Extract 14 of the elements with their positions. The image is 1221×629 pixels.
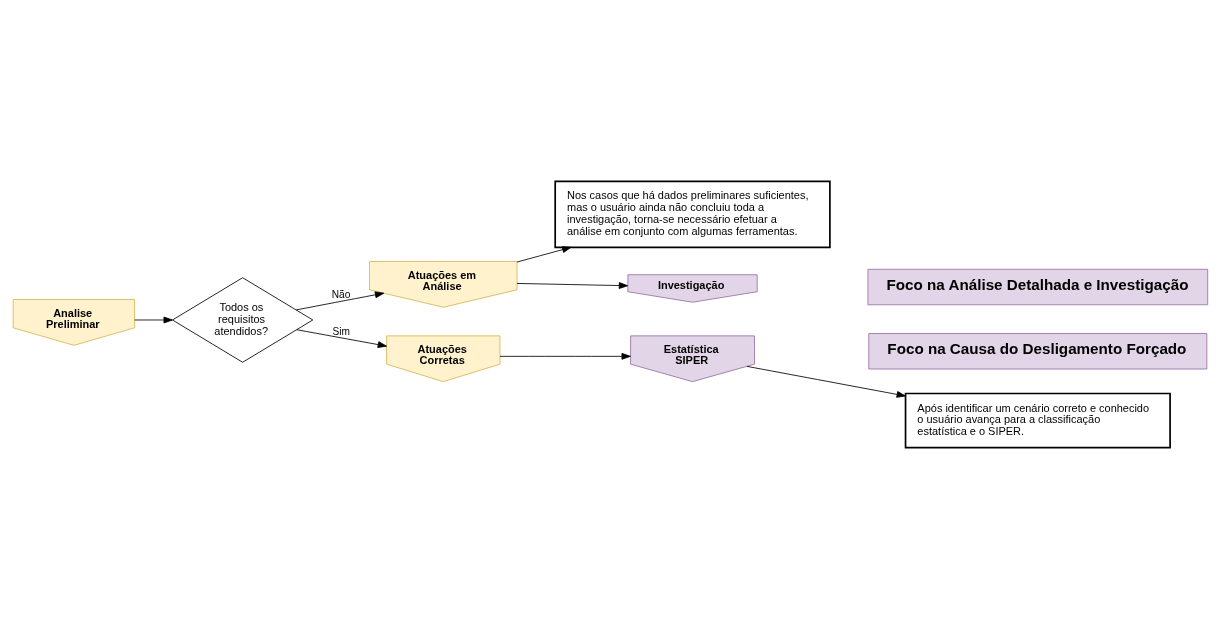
- node-box: Foco na Causa do Desligamento Forçado: [868, 333, 1208, 370]
- arrow: [296, 329, 387, 348]
- arrow: [516, 282, 629, 289]
- arrow: [516, 246, 572, 263]
- node-box: Nos casos que há dados preliminares suficientes, mas o usuário ainda não concluiu toda a investigação, torna-se necessário efetuar a análise em conjunto com algumas ferramentas.: [554, 180, 831, 249]
- arrow: [499, 352, 631, 360]
- node-diamond: Todos os requisitos atendidos?: [172, 277, 314, 363]
- arrow: [295, 291, 385, 311]
- node-box: Após identificar um cenário correto e conhecido o usuário avança para a classificação estatística e o SIPER.: [904, 392, 1171, 449]
- node-box: Foco na Análise Detalhada e Investigação: [867, 268, 1209, 306]
- edge-label: Não: [331, 288, 351, 300]
- arrow: [746, 365, 906, 398]
- arrow: [134, 316, 173, 324]
- edge-label: Sim: [332, 325, 350, 337]
